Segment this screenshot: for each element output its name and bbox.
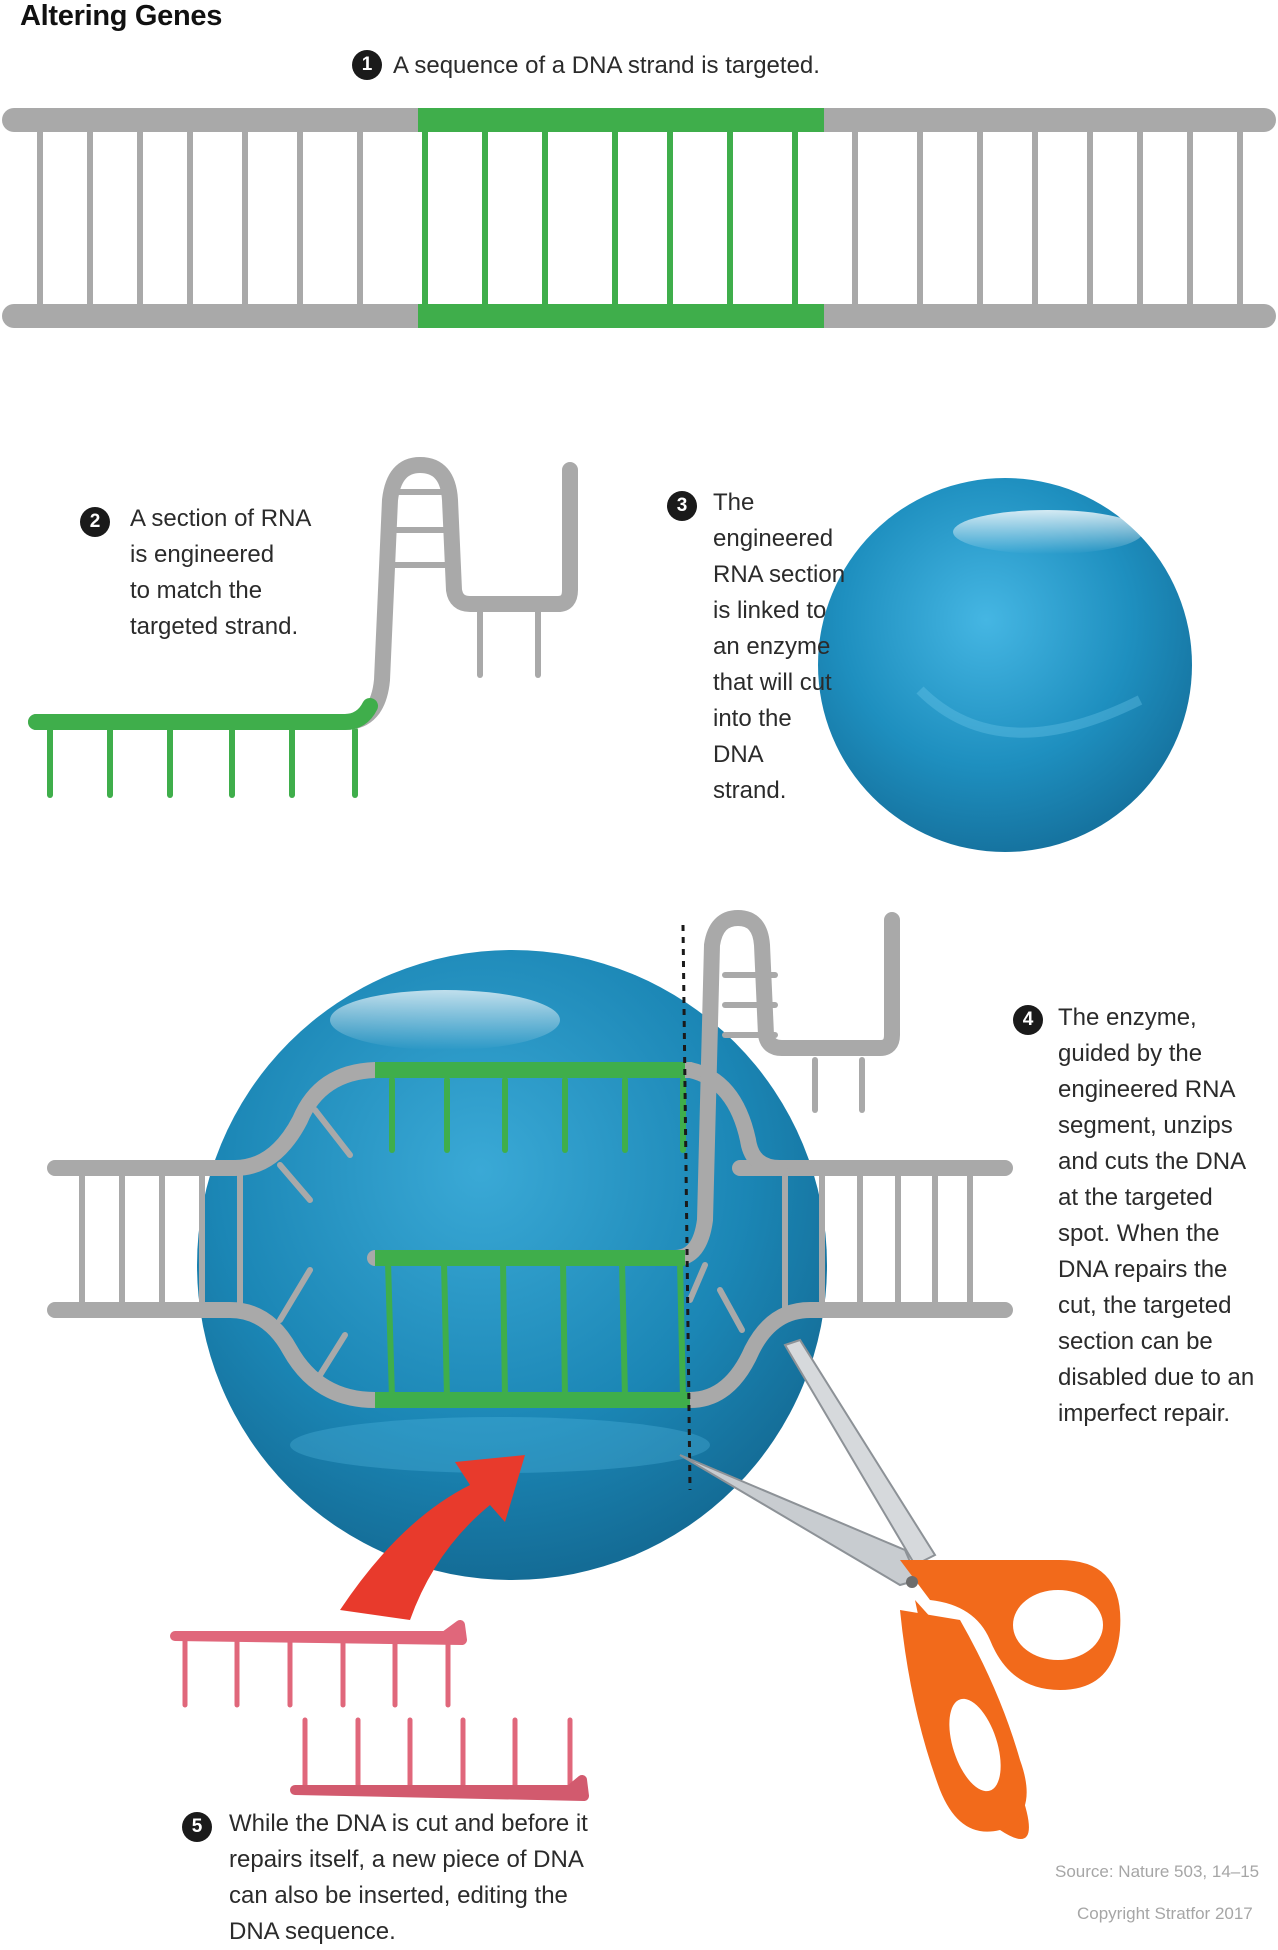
source-credit: Source: Nature 503, 14–15 — [1055, 1862, 1260, 1881]
step-1-text: A sequence of a DNA strand is targeted. — [393, 52, 820, 79]
insertion-arrow-icon — [340, 1455, 525, 1620]
step-1-badge: 1 — [352, 50, 382, 80]
step-5-text: While the DNA is cut and before it repai… — [229, 1810, 588, 1945]
step-3-text: The engineered RNA section is linked to … — [713, 489, 846, 804]
dna-rungs-targeted — [422, 127, 798, 308]
cut-line — [681, 924, 692, 1491]
copyright-credit: Copyright Stratfor 2017 — [1077, 1904, 1253, 1923]
step-5-badge: 5 — [182, 1812, 212, 1842]
inserted-dna — [170, 1620, 589, 1801]
step-2-text: A section of RNA is engineered to match … — [130, 505, 312, 640]
dna-rungs-grey — [37, 127, 1243, 308]
step-4-text: The enzyme, guided by the engineered RNA… — [1058, 1004, 1255, 1427]
step-2-badge: 2 — [80, 507, 110, 537]
rna-backbone — [28, 457, 578, 730]
rna-rungs — [47, 727, 358, 798]
rna-loop-rungs — [392, 489, 541, 678]
scissors-icon — [679, 1338, 1121, 1839]
enzyme-complex — [47, 910, 1013, 1580]
dna-target-bottom — [418, 304, 824, 328]
dna-target-top — [418, 108, 824, 132]
diagram-title: Altering Genes — [20, 0, 223, 32]
step-3-badge: 3 — [667, 491, 697, 521]
step-4-badge: 4 — [1013, 1005, 1043, 1035]
rna-guide-backbone — [28, 698, 378, 730]
engineered-rna — [28, 457, 578, 798]
dna-ladder-full — [2, 108, 1276, 328]
enzyme-sphere — [818, 478, 1192, 852]
